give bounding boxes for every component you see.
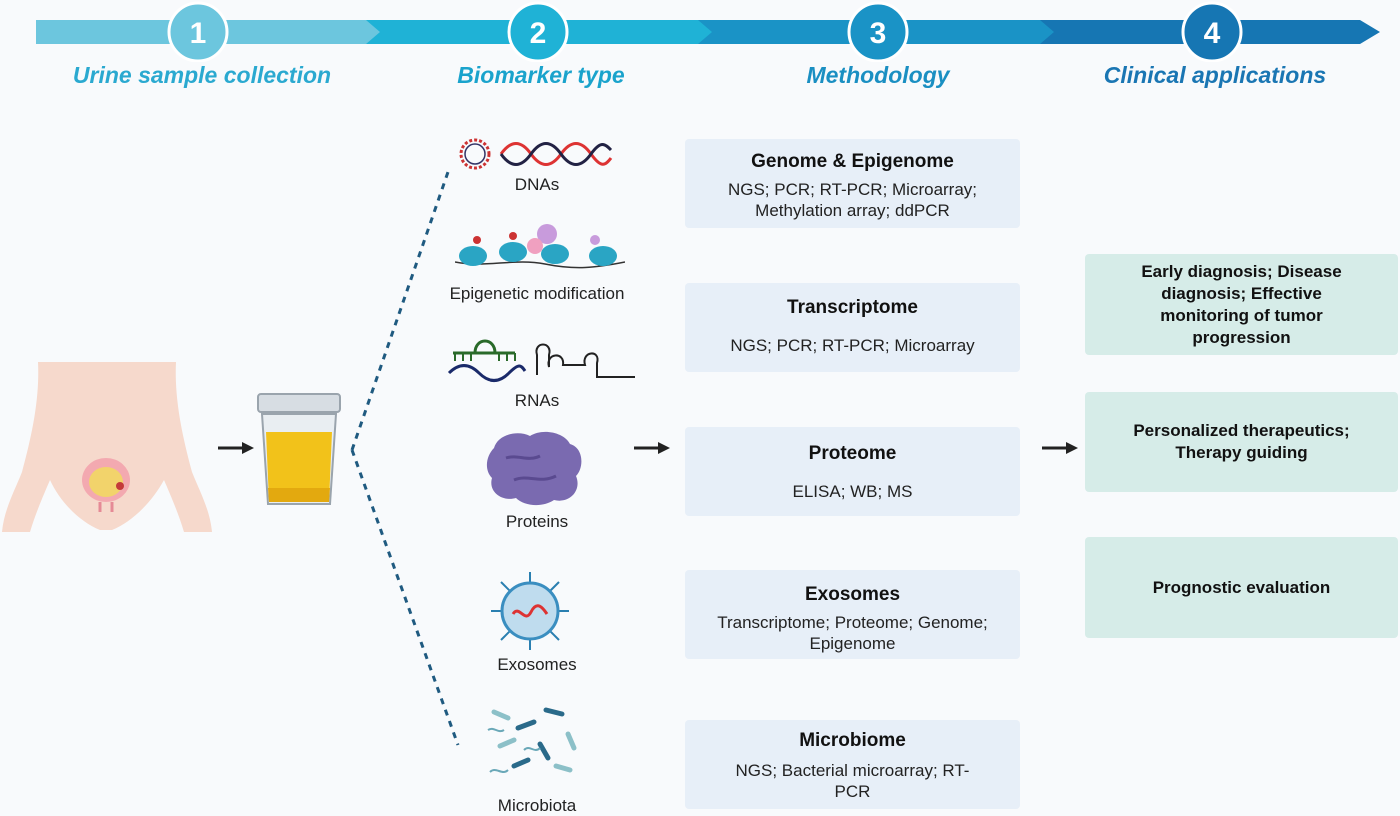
- step-title-1: Urine sample collection: [72, 62, 332, 88]
- method-box-exosomes: Exosomes Transcriptome; Proteome; Genome…: [685, 570, 1020, 659]
- protein-icon: [486, 431, 582, 506]
- application-box-therapeutics: Personalized therapeutics; Therapy guidi…: [1085, 392, 1398, 492]
- biomarker-label-exosomes: Exosomes: [497, 655, 577, 674]
- step-number-2: 2: [530, 17, 547, 50]
- dna-icon: [459, 138, 613, 170]
- method-box-transcriptome: Transcriptome NGS; PCR; RT-PCR; Microarr…: [685, 283, 1020, 372]
- method-detail: NGS; Bacterial microarray; RT-PCR: [735, 761, 970, 801]
- method-box-genome-epigenome: Genome & Epigenome NGS; PCR; RT-PCR; Mic…: [685, 139, 1020, 228]
- method-title: Transcriptome: [787, 297, 918, 318]
- method-title: Exosomes: [804, 584, 901, 605]
- rna-icon: [447, 339, 635, 382]
- step-number-1: 1: [190, 17, 207, 50]
- dotted-connectors: [350, 171, 460, 746]
- application-box-prognosis: Prognostic evaluation: [1085, 537, 1398, 638]
- method-title: Genome & Epigenome: [751, 151, 954, 172]
- epigenetic-modification-icon: [455, 224, 625, 269]
- step-badge-4: [1181, 1, 1243, 62]
- step-title-4: Clinical applications: [1103, 62, 1327, 88]
- biomarker-label-epigenetic-modification: Epigenetic modification: [449, 284, 625, 303]
- step-badge-1: [167, 1, 229, 62]
- step-title-3: Methodology: [806, 62, 950, 88]
- bladder-body-illustration: [2, 362, 212, 532]
- method-box-microbiome: Microbiome NGS; Bacterial microarray; RT…: [685, 720, 1020, 809]
- method-detail: NGS; PCR; RT-PCR; Microarray; Methylatio…: [727, 180, 978, 220]
- step-title-2: Biomarker type: [457, 62, 625, 88]
- arrow-to-cup: [218, 442, 254, 454]
- method-detail: NGS; PCR; RT-PCR; Microarray: [730, 336, 975, 355]
- step-number-3: 3: [870, 17, 887, 50]
- application-text: Early diagnosis; Disease diagnosis; Effe…: [1141, 261, 1342, 347]
- exosome-icon: [491, 572, 569, 650]
- application-text: Personalized therapeutics; Therapy guidi…: [1133, 421, 1350, 462]
- biomarker-label-rnas: RNAs: [514, 391, 560, 410]
- microbiota-icon: [487, 707, 577, 773]
- step-badge-2: [507, 1, 569, 62]
- step-number-4: 4: [1204, 17, 1221, 50]
- method-title: Proteome: [808, 443, 897, 464]
- biomarker-label-microbiota: Microbiota: [497, 796, 577, 815]
- method-box-proteome: Proteome ELISA; WB; MS: [685, 427, 1020, 516]
- method-detail: ELISA; WB; MS: [792, 482, 913, 501]
- biomarker-label-proteins: Proteins: [505, 512, 569, 531]
- arrow-to-applications: [1042, 442, 1078, 454]
- process-arrow-band: 1 2 3 4: [36, 1, 1380, 62]
- arrow-to-methods: [634, 442, 670, 454]
- step-badge-3: [847, 1, 909, 62]
- method-title: Microbiome: [799, 730, 906, 751]
- application-box-diagnosis: Early diagnosis; Disease diagnosis; Effe…: [1085, 254, 1398, 355]
- method-detail: Transcriptome; Proteome; Genome; Epigeno…: [717, 613, 988, 653]
- application-text: Prognostic evaluation: [1152, 577, 1331, 597]
- urine-cup-icon: [257, 393, 341, 505]
- biomarker-label-dnas: DNAs: [514, 175, 560, 194]
